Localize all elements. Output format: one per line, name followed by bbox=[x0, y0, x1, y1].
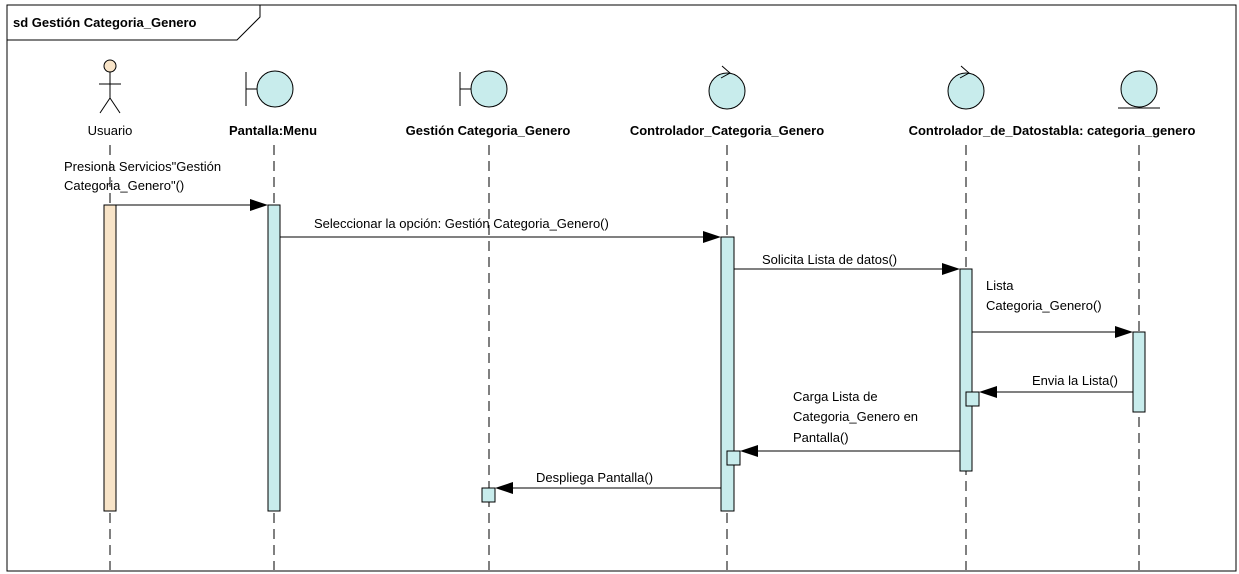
message-label: Carga Lista de Categoria_Genero en Panta… bbox=[793, 389, 922, 445]
lifeline-label-entidad: Controlador_de_Datostabla: categoria_gen… bbox=[909, 123, 1196, 138]
message-label: Solicita Lista de datos() bbox=[762, 252, 897, 267]
frame-title-tab bbox=[7, 5, 261, 41]
activation-bar-pantalla bbox=[267, 204, 281, 512]
lifeline-lines bbox=[109, 145, 1140, 570]
lifeline-label-pantalla: Pantalla:Menu bbox=[229, 123, 317, 138]
activation-bar-controlador-datos-nested bbox=[965, 391, 980, 407]
boundary-icon bbox=[245, 70, 294, 108]
message-label: Despliega Pantalla() bbox=[536, 470, 653, 485]
message-arrow bbox=[979, 386, 1133, 398]
message-arrow bbox=[972, 326, 1133, 338]
activation-bar-entidad bbox=[1132, 331, 1146, 413]
message-arrow bbox=[280, 231, 721, 243]
lifeline-label-usuario: Usuario bbox=[88, 123, 133, 138]
control-icon bbox=[708, 65, 746, 110]
boundary-icon bbox=[459, 70, 508, 108]
actor-icon bbox=[99, 59, 121, 114]
activation-bar-usuario bbox=[103, 204, 117, 512]
lifeline-label-controlador: Controlador_Categoria_Genero bbox=[630, 123, 824, 138]
activation-bar-controlador-datos bbox=[959, 268, 973, 472]
frame-title: sd Gestión Categoria_Genero bbox=[13, 15, 197, 30]
lifeline-label-gestion: Gestión Categoria_Genero bbox=[406, 123, 571, 138]
message-label: Envia la Lista() bbox=[1032, 373, 1118, 388]
activation-bar-gestion bbox=[481, 487, 496, 503]
activation-bar-controlador bbox=[720, 236, 735, 512]
message-arrow bbox=[734, 263, 960, 275]
message-arrow bbox=[116, 199, 268, 211]
diagram-frame bbox=[6, 4, 1237, 572]
message-arrow bbox=[740, 445, 960, 457]
control-icon bbox=[947, 65, 985, 110]
activation-bar-controlador-nested bbox=[726, 450, 741, 466]
message-label: Presiona Servicios"Gestión Categoria_Gen… bbox=[64, 159, 225, 193]
message-arrow bbox=[495, 482, 721, 494]
message-label: Lista Categoria_Genero() bbox=[986, 278, 1102, 313]
entity-icon bbox=[1118, 70, 1160, 109]
message-label: Seleccionar la opción: Gestión Categoria… bbox=[314, 216, 609, 231]
